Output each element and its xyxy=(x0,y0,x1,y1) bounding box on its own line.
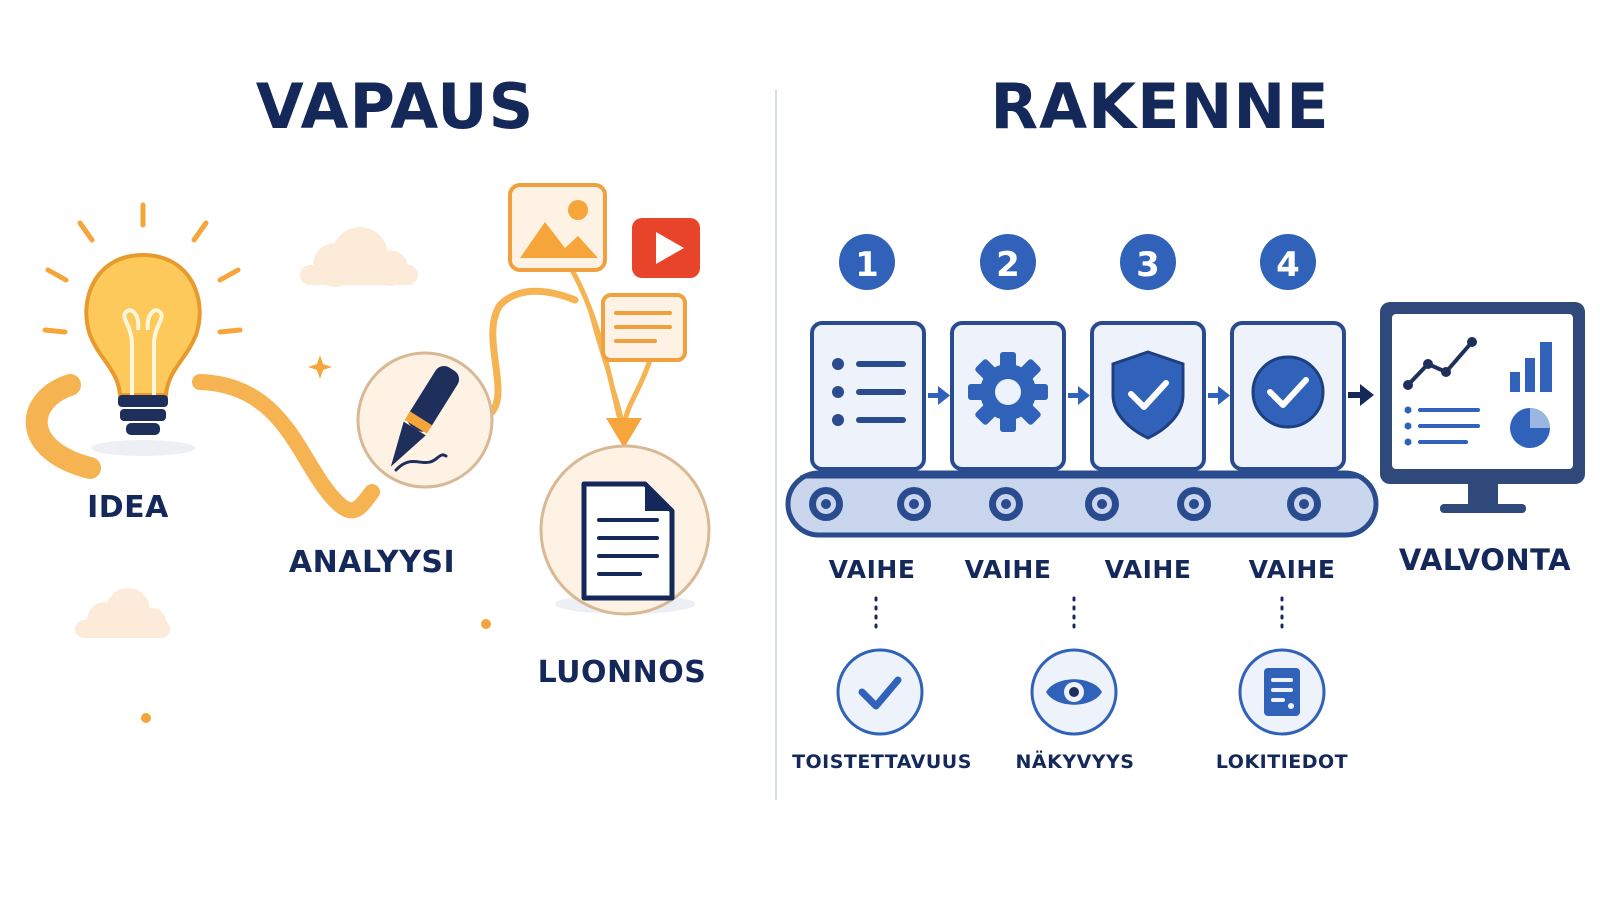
step-number: 4 xyxy=(1276,245,1300,285)
step-label: VAIHE xyxy=(1104,555,1192,584)
step-box-3 xyxy=(1090,321,1206,471)
document-icon xyxy=(539,444,711,616)
eye-icon xyxy=(1030,648,1118,736)
gear-icon xyxy=(968,352,1048,432)
monitor-label: VALVONTA xyxy=(1398,543,1572,577)
idea-label: IDEA xyxy=(87,490,169,525)
arrow-down-icon xyxy=(606,418,642,448)
step-arrows xyxy=(928,386,1230,405)
step-box-1 xyxy=(810,321,926,471)
flow-path xyxy=(488,287,579,416)
checkmark-icon xyxy=(836,648,924,736)
shield-check-icon xyxy=(1111,350,1185,440)
right-title: RAKENNE xyxy=(990,70,1330,143)
sparkle-icon xyxy=(308,355,332,379)
benefit-label: NÄKYVYYS xyxy=(1015,751,1135,773)
cloud-icon xyxy=(300,227,418,287)
log-document-icon xyxy=(1238,648,1326,736)
text-card-icon xyxy=(601,293,687,362)
dotted-connectors xyxy=(874,596,1284,634)
step-label: VAIHE xyxy=(828,555,916,584)
check-circle-icon xyxy=(1251,355,1325,429)
flow-path xyxy=(25,374,101,479)
monitor-dashboard-icon xyxy=(1380,302,1585,513)
video-play-icon xyxy=(632,218,700,278)
step-label: VAIHE xyxy=(964,555,1052,584)
step-number: 1 xyxy=(855,245,879,285)
dot-decoration xyxy=(481,619,491,629)
step-number: 2 xyxy=(996,245,1020,285)
image-card-icon xyxy=(508,183,607,272)
flow-path xyxy=(192,374,380,519)
benefit-label: LOKITIEDOT xyxy=(1215,751,1349,773)
cloud-icon xyxy=(75,588,170,638)
analysis-label: ANALYYSI xyxy=(288,545,456,580)
fountain-pen-icon xyxy=(356,351,494,489)
step-box-2 xyxy=(950,321,1066,471)
draft-label: LUONNOS xyxy=(537,655,707,690)
dot-decoration xyxy=(141,713,151,723)
step-number-badges: 1 2 3 4 xyxy=(839,234,1316,290)
arrow-right-icon xyxy=(1348,384,1374,406)
left-title: VAPAUS xyxy=(255,70,535,143)
step-number: 3 xyxy=(1136,245,1160,285)
conveyor-belt xyxy=(785,470,1379,538)
checklist-icon xyxy=(832,358,906,426)
step-label: VAIHE xyxy=(1248,555,1336,584)
benefit-label: TOISTETTAVUUS xyxy=(792,751,972,773)
lightbulb-icon xyxy=(42,202,243,456)
step-box-4 xyxy=(1230,321,1346,471)
